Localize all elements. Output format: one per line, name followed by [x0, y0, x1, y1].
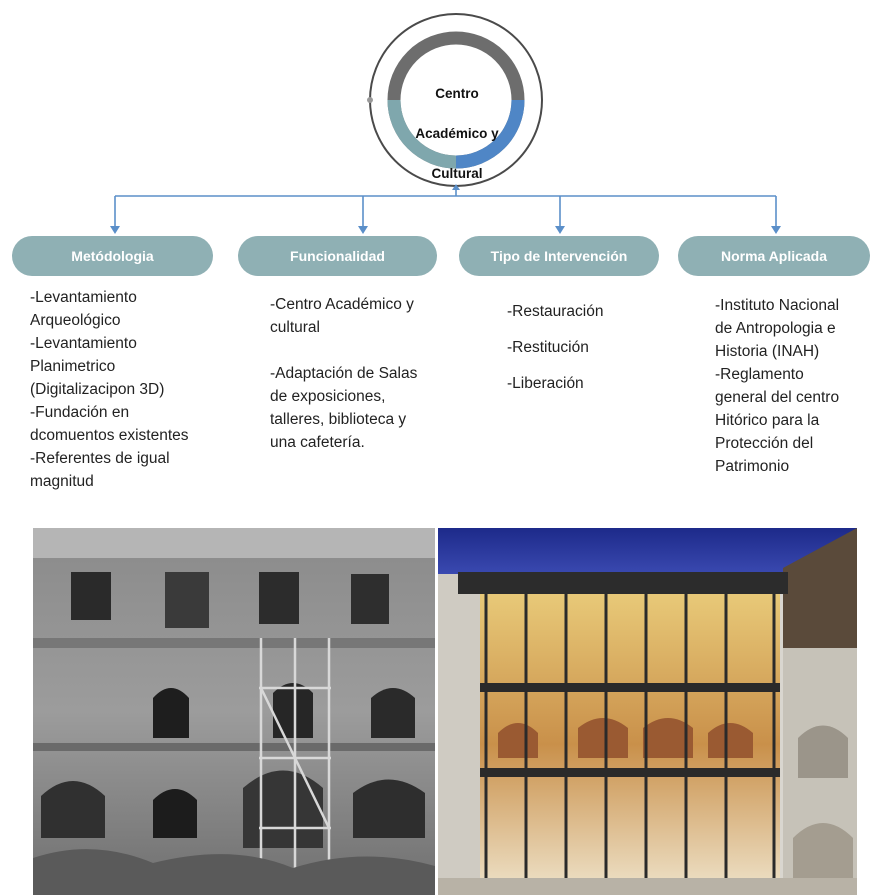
column-metodologia-text: -Levantamiento Arqueológico -Levantamien…: [30, 286, 189, 493]
hub-ring: [367, 13, 543, 187]
arrow-tipo: [555, 226, 565, 234]
pill-norma-aplicada: Norma Aplicada: [678, 236, 870, 276]
hub-title-line: Centro: [435, 86, 479, 101]
pill-label: Funcionalidad: [290, 248, 385, 264]
text-line: cultural: [270, 319, 320, 336]
arrow-norma: [771, 226, 781, 234]
text-line: Patrimonio: [715, 458, 790, 475]
text-line: -Referentes de igual: [30, 450, 170, 467]
text-line: -Levantamiento: [30, 335, 137, 352]
text-line: -Instituto Nacional: [715, 297, 840, 314]
column-norma-aplicada-text: -Instituto Nacional de Antropologia e Hi…: [715, 294, 839, 478]
hub-title-line: Cultural: [431, 166, 483, 181]
text-line: -Restitución: [507, 339, 589, 356]
text-line: de exposiciones,: [270, 388, 386, 405]
hub-title-line: Académico y: [415, 126, 499, 141]
text-line: Hitórico para la: [715, 412, 820, 429]
text-line: -Liberación: [507, 375, 584, 392]
text-line: Arqueológico: [30, 312, 121, 329]
text-line: Planimetrico: [30, 358, 116, 375]
text-line: -Reglamento: [715, 366, 804, 383]
arrow-metodologia: [110, 226, 120, 234]
pill-funcionalidad: Funcionalidad: [238, 236, 437, 276]
text-line: general del centro: [715, 389, 840, 406]
text-line: talleres, biblioteca y: [270, 411, 407, 428]
hub-marker-left: [367, 97, 373, 103]
pill-label: Norma Aplicada: [720, 248, 828, 264]
hub-blue-arc: [455, 99, 525, 169]
text-line: una cafetería.: [270, 434, 365, 451]
text-line: Historia (INAH): [715, 343, 820, 360]
text-line: dcomuentos existentes: [30, 427, 189, 444]
text-line: magnitud: [30, 473, 94, 490]
text-line: [507, 324, 604, 336]
pill-label: Metódologia: [71, 248, 154, 264]
hub-teal-arc: [387, 99, 457, 169]
hub-center: [401, 45, 511, 155]
column-funcionalidad-text: -Centro Académico y cultural -Adaptación…: [270, 293, 417, 454]
connector-lines: [110, 184, 781, 234]
pill-label: Tipo de Intervención: [490, 248, 628, 264]
pill-tipo-intervencion: Tipo de Intervención: [459, 236, 659, 276]
pill-metodologia: Metódologia: [12, 236, 213, 276]
text-line: -Adaptación de Salas: [270, 365, 418, 382]
text-line: [507, 360, 604, 372]
column-tipo-intervencion-text: -Restauración -Restitución -Liberación: [507, 300, 604, 396]
text-line: de Antropologia e: [715, 320, 836, 337]
text-line: [270, 339, 417, 362]
text-line: -Fundación en: [30, 404, 130, 421]
text-line: Protección del: [715, 435, 814, 452]
text-line: -Levantamiento: [30, 289, 137, 306]
text-line: (Digitalizacipon 3D): [30, 381, 165, 398]
arrow-funcionalidad: [358, 226, 368, 234]
hub-title: Centro Académico y Cultural: [396, 64, 518, 184]
restored-building-photo: [438, 528, 857, 895]
historic-ruin-photo: [33, 528, 435, 895]
text-line: -Restauración: [507, 303, 604, 320]
text-line: -Centro Académico y: [270, 296, 414, 313]
